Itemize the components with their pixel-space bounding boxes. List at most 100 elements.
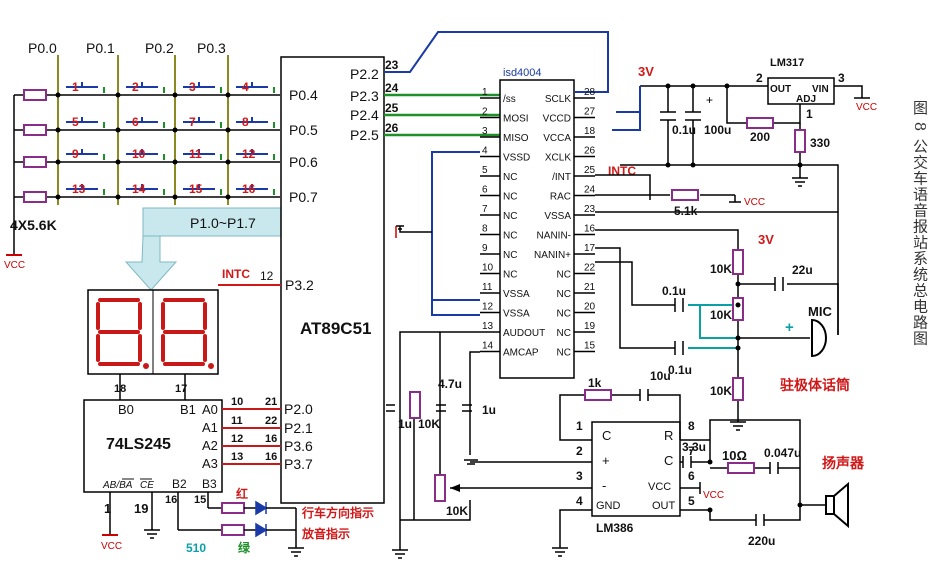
buffer-74ls245: 18 17 B0 B1 A0 A1 A2 A3 74LS245 AB/BA CE… — [83, 383, 374, 557]
isd-left-pin: NC — [503, 231, 517, 242]
isd-intc-label: INTC — [608, 164, 636, 178]
bus-arrow — [124, 235, 178, 291]
mcu-intc-label: INTC — [222, 267, 250, 281]
cap-47u: 4.7u — [438, 377, 462, 391]
isd-right-pin-num: 16 — [584, 224, 596, 235]
amp-num-5: 5 — [688, 494, 695, 508]
res-10k-bot — [732, 377, 744, 401]
led-resistor-green — [221, 524, 245, 536]
play-indicator-label: 放音指示 — [301, 526, 350, 541]
isd-right-pin: RAC — [550, 192, 571, 203]
speaker-label: 扬声器 — [822, 455, 865, 471]
buffer-a2-num: 12 — [231, 433, 243, 445]
buffer-b0: B0 — [118, 402, 134, 417]
mic-caption: 驻极体话筒 — [780, 377, 850, 393]
key-switch — [126, 149, 165, 160]
isd-left-pin: NC — [503, 211, 517, 222]
mcu-pin-p07: P0.7 — [289, 189, 318, 205]
res-1k — [584, 389, 612, 401]
key-switch — [236, 149, 275, 160]
isd-left-pin-num: 11 — [482, 282, 493, 293]
isd-left-pin: NC — [503, 270, 517, 281]
mic-v3: 3V — [758, 232, 774, 247]
mcu-p37-num: 16 — [265, 451, 277, 463]
junction-dot — [55, 194, 61, 200]
junction-dot — [55, 159, 61, 165]
pullup-resistor — [23, 124, 47, 136]
isd-right-pin-num: 21 — [584, 282, 596, 293]
vcc-label-mic: VCC — [744, 197, 765, 208]
key-switch — [236, 117, 275, 128]
figure-caption: 图 8 公交车语音报站系统总电路图 — [911, 100, 929, 347]
vcc-label-power: VCC — [856, 102, 877, 113]
spi-wires: 23 24 25 26 — [384, 31, 609, 137]
mic-c-top: 22u — [792, 263, 813, 277]
key-label: 12 — [242, 147, 256, 161]
mic-r-mid: 10K — [710, 308, 732, 322]
key-switch — [126, 117, 165, 128]
mcu-pin-p06: P0.6 — [289, 154, 318, 170]
svg-text:+: + — [706, 93, 713, 107]
isd-right-pin: NANIN- — [537, 231, 571, 242]
mic-icon — [811, 318, 827, 358]
buffer-b1: B1 — [180, 402, 196, 417]
isd-left-pin-num: 1 — [482, 87, 488, 98]
amp-num-1: 1 — [576, 419, 583, 433]
buffer-a0: A0 — [202, 402, 218, 417]
amp-pin-c1: C — [602, 428, 611, 443]
key-label: 11 — [189, 147, 202, 161]
amp-num-2: 2 — [576, 444, 583, 458]
buffer-pin19: 19 — [134, 501, 148, 516]
key-switch — [66, 117, 105, 128]
isd-left-pin: VSSD — [503, 153, 530, 164]
key-switch — [126, 184, 165, 195]
key-label: 5 — [72, 115, 79, 129]
isd-left-pin: MISO — [503, 133, 529, 144]
isd-right-pin: NC — [557, 348, 571, 359]
amp-num-8: 8 — [688, 419, 695, 433]
isd-right-pin-num: 24 — [584, 185, 596, 196]
pot-resistor — [434, 474, 446, 502]
mic-r-top: 10K — [710, 262, 732, 276]
led-green-icon — [255, 522, 268, 538]
isd-right-pin-num: 15 — [584, 341, 596, 352]
buffer-pin15: 15 — [194, 494, 206, 506]
isd-left-pin-num: 12 — [482, 302, 494, 313]
junction-dot — [115, 127, 121, 133]
amp-input-resistor — [409, 391, 421, 419]
isd-left-pin: MOSI — [503, 114, 529, 125]
res-200-label: 200 — [750, 130, 770, 144]
led-resistor-red — [221, 502, 245, 514]
reg-adj: ADJ — [796, 94, 816, 105]
junction-dot — [115, 92, 121, 98]
reg-name: LM317 — [770, 57, 804, 69]
mcu-num-26: 26 — [385, 121, 399, 135]
isd4004-chip: isd4004 1/ss2MOSI3MISO4VSSD5NC6NC7NC8NC9… — [395, 67, 636, 548]
isd-right-pin: /INT — [552, 172, 571, 183]
mic-label: MIC — [808, 304, 832, 319]
isd-right-pin-num: 23 — [584, 204, 596, 215]
isd-right-pin: NC — [557, 328, 571, 339]
key-label: 6 — [132, 115, 139, 129]
res-10ohm — [727, 462, 755, 474]
mic-c2: 0.1u — [668, 363, 692, 377]
mcu-pin-p21: P2.1 — [284, 420, 313, 436]
reg-vin: VIN — [812, 84, 829, 95]
res-5k1 — [671, 189, 699, 201]
key-switch — [66, 82, 105, 93]
mcu-name: AT89C51 — [300, 319, 372, 338]
buffer-a2: A2 — [202, 438, 218, 453]
junction-dot — [55, 127, 61, 133]
isd-left-pin-num: 8 — [482, 224, 488, 235]
buffer-name: 74LS245 — [106, 436, 171, 453]
key-label: 2 — [132, 80, 139, 94]
reg-pin3: 3 — [838, 71, 845, 85]
isd-left-pin: /ss — [503, 94, 516, 105]
isd-right-pin-num: 18 — [584, 126, 596, 137]
bus-label: P1.0~P1.7 — [190, 215, 256, 231]
amp-pin-r: R — [664, 428, 673, 443]
cap-33u-label: 3.3u — [682, 440, 706, 454]
isd-left-pin: VSSA — [503, 309, 530, 320]
